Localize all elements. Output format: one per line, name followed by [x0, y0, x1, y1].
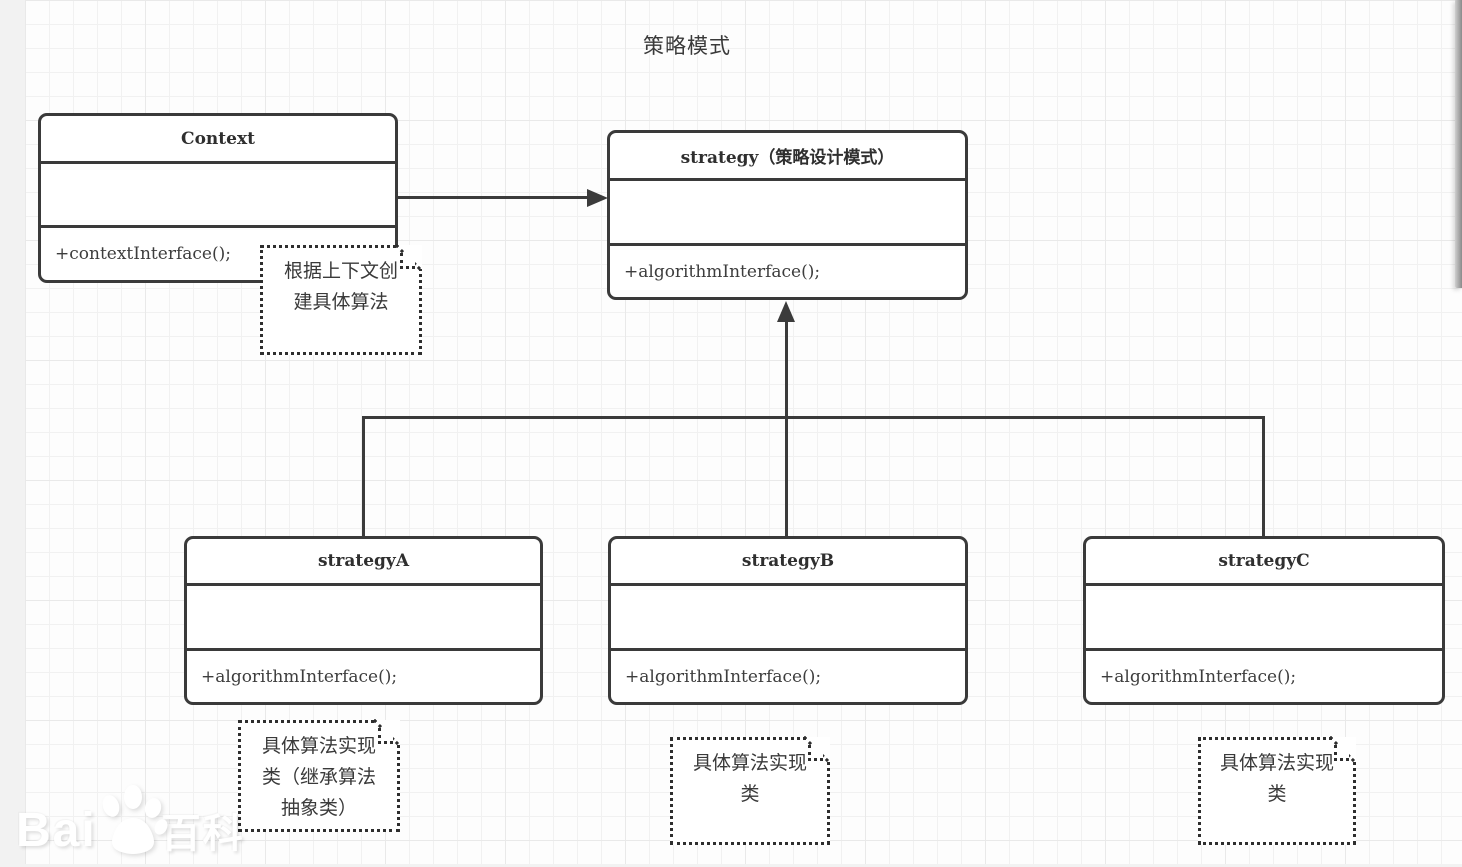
class-fields-context — [41, 161, 395, 225]
note-strategyA-text: 具体算法实现类（继承算法抽象类） — [261, 735, 376, 819]
left-margin-strip — [0, 0, 25, 864]
inheritance-bus-line — [362, 416, 1265, 419]
class-title-strategyB: strategyB — [741, 551, 835, 571]
note-strategyB-text: 具体算法实现类 — [692, 752, 807, 805]
watermark-prefix: Bai — [16, 804, 97, 857]
class-method-strategyA: +algorithmInterface(); — [187, 648, 540, 702]
note-strategyC-text: 具体算法实现类 — [1219, 752, 1334, 805]
inheritance-line-strategyA — [362, 416, 365, 536]
class-title-strategyA: strategyA — [317, 551, 410, 571]
inheritance-line-strategyB — [785, 320, 788, 536]
note-strategyA: 具体算法实现类（继承算法抽象类） — [238, 720, 400, 832]
class-fields-strategy — [610, 178, 965, 243]
note-strategyC: 具体算法实现类 — [1198, 737, 1356, 845]
class-title-strategy: strategy（策略设计模式） — [680, 148, 895, 168]
class-box-strategyC: strategyC +algorithmInterface(); — [1083, 536, 1445, 705]
class-method-context: +contextInterface(); — [41, 225, 395, 280]
note-fold-icon — [376, 720, 400, 744]
association-line-context-strategy — [398, 196, 590, 199]
class-title-context: Context — [181, 128, 255, 149]
watermark-suffix: 百科 — [160, 812, 245, 856]
inheritance-line-strategyC — [1262, 416, 1265, 536]
diagram-title: 策略模式 — [643, 34, 731, 58]
baidu-baike-watermark: Bai 百科 — [16, 784, 245, 863]
inheritance-arrowhead-icon — [777, 301, 795, 322]
note-context-text: 根据上下文创建具体算法 — [283, 260, 398, 313]
note-fold-icon — [1332, 737, 1356, 761]
association-arrowhead-icon — [587, 189, 608, 207]
note-fold-icon — [806, 737, 830, 761]
class-box-strategyB: strategyB +algorithmInterface(); — [608, 536, 968, 705]
class-fields-strategyA — [187, 583, 540, 648]
class-box-strategy: strategy（策略设计模式） +algorithmInterface(); — [607, 130, 968, 300]
class-box-strategyA: strategyA +algorithmInterface(); — [184, 536, 543, 705]
class-fields-strategyC — [1086, 583, 1442, 648]
right-edge-panel — [1455, 0, 1462, 288]
class-title-strategyC: strategyC — [1218, 551, 1310, 571]
class-method-strategy: +algorithmInterface(); — [610, 243, 965, 297]
note-fold-icon — [398, 245, 422, 269]
note-context: 根据上下文创建具体算法 — [260, 245, 422, 355]
note-strategyB: 具体算法实现类 — [670, 737, 830, 845]
paw-icon — [91, 784, 169, 867]
class-fields-strategyB — [611, 583, 965, 648]
class-method-strategyB: +algorithmInterface(); — [611, 648, 965, 702]
class-method-strategyC: +algorithmInterface(); — [1086, 648, 1442, 702]
